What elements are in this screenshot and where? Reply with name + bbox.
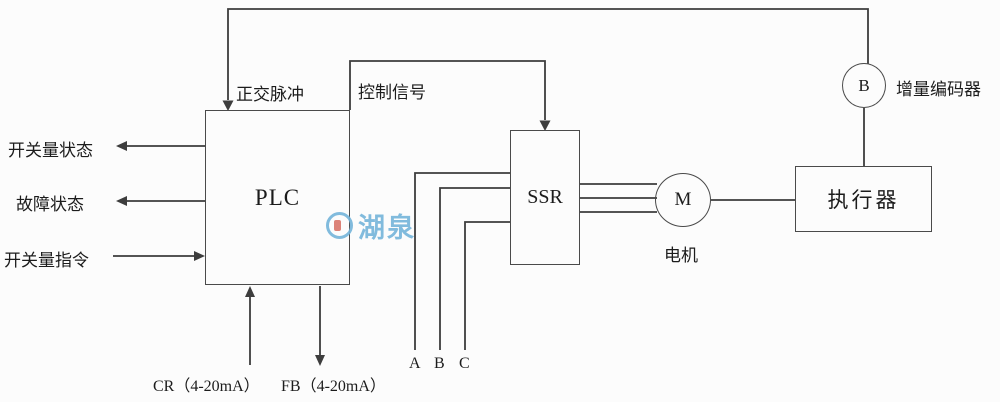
arrow-switch-status: [116, 141, 127, 151]
label-quadrature-pulse: 正交脉冲: [236, 85, 304, 104]
actuator-block: 执行器: [795, 166, 932, 232]
label-encoder-caption: 增量编码器: [896, 80, 981, 99]
label-phase-c: C: [459, 355, 470, 372]
arrow-quadrature-into-plc: [222, 100, 234, 111]
label-motor-caption: 电机: [664, 246, 698, 265]
arrow-fault-status: [116, 196, 127, 206]
label-cr-input: CR（4-20mA）: [153, 378, 260, 395]
encoder-node: B: [842, 63, 886, 108]
motor-label: M: [674, 189, 692, 210]
watermark-logo-icon: [326, 212, 353, 239]
plc-block: PLC: [205, 110, 350, 285]
watermark: 湖泉: [326, 206, 416, 245]
wire-control-signal: [349, 60, 546, 120]
encoder-label: B: [858, 75, 870, 95]
label-phase-a: A: [409, 355, 421, 372]
plc-label: PLC: [254, 184, 301, 210]
arrow-fb-output: [315, 355, 325, 366]
ssr-block: SSR: [510, 130, 580, 265]
label-control-signal: 控制信号: [358, 83, 426, 102]
label-fault-status: 故障状态: [16, 195, 84, 214]
watermark-text: 湖泉: [358, 213, 416, 243]
wire-phase-b: [439, 187, 510, 350]
label-switch-status: 开关量状态: [8, 141, 93, 160]
actuator-label: 执行器: [827, 188, 900, 212]
label-phase-b: B: [434, 355, 445, 372]
wire-encoder-feedback: [227, 8, 869, 100]
label-fb-output: FB（4-20mA）: [281, 378, 386, 395]
label-switch-command: 开关量指令: [4, 251, 89, 270]
wire-phase-c: [464, 221, 510, 350]
arrow-control-into-ssr: [539, 120, 551, 131]
motor-node: M: [655, 173, 711, 227]
arrow-switch-command: [194, 251, 205, 261]
ssr-label: SSR: [527, 186, 563, 208]
arrow-cr-input: [245, 286, 255, 297]
wire-phase-a: [414, 172, 510, 350]
